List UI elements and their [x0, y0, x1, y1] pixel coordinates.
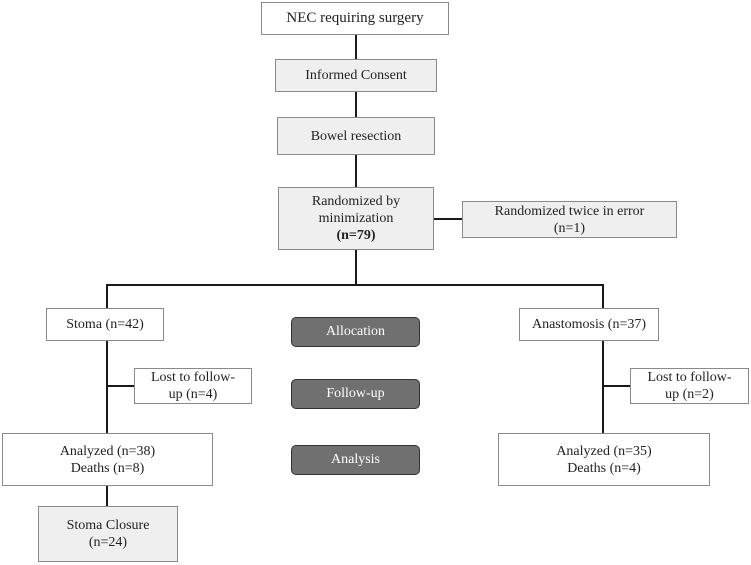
nec-label: NEC requiring surgery — [286, 10, 424, 26]
analyzed-left-box: Analyzed (n=38) Deaths (n=8) — [2, 433, 213, 486]
stoma-label: Stoma (n=42) — [66, 317, 144, 332]
randomized-count: (n=79) — [336, 228, 376, 243]
analyzed-right-box: Analyzed (n=35) Deaths (n=4) — [498, 433, 710, 486]
randomized-twice-box: Randomized twice in error (n=1) — [462, 201, 677, 238]
connector-stoma-lost — [106, 385, 134, 387]
connector-anastomosis-lost — [602, 385, 630, 387]
connector-anastomosis-analyzed — [602, 341, 604, 433]
resection-label: Bowel resection — [310, 128, 402, 144]
connector-consent-resection — [355, 92, 357, 117]
connector-horizontal-split — [106, 284, 604, 286]
analyzed-right-line1: Analyzed (n=35) — [556, 443, 652, 459]
randomized-line1: Randomized by — [311, 194, 401, 209]
twice-line1: Randomized twice in error — [494, 203, 645, 219]
connector-stoma-analyzed — [106, 341, 108, 433]
stoma-closure-box: Stoma Closure (n=24) — [38, 506, 178, 562]
stoma-box: Stoma (n=42) — [46, 308, 164, 341]
lost-right-line1: Lost to follow- — [647, 370, 732, 385]
connector-resection-randomized — [355, 155, 357, 187]
closure-line1: Stoma Closure — [66, 518, 150, 533]
stage-allocation-label: Allocation — [325, 324, 386, 339]
closure-line2: (n=24) — [88, 535, 128, 550]
connector-randomized-split — [355, 250, 357, 286]
stage-followup-label: Follow-up — [326, 386, 385, 401]
connector-split-anastomosis — [602, 284, 604, 308]
stage-followup: Follow-up — [291, 379, 420, 409]
analyzed-left-line1: Analyzed (n=38) — [59, 443, 156, 459]
nec-box: NEC requiring surgery — [261, 2, 449, 35]
connector-nec-consent — [355, 35, 357, 59]
anastomosis-label: Anastomosis (n=37) — [531, 317, 647, 332]
twice-line2: (n=1) — [553, 220, 586, 236]
analyzed-right-line2: Deaths (n=4) — [567, 460, 641, 476]
stage-allocation: Allocation — [291, 317, 420, 347]
connector-randomized-twice — [434, 218, 462, 220]
stage-analysis-label: Analysis — [331, 452, 380, 467]
connector-analyzed-closure — [106, 486, 108, 506]
lost-right-line2: up (n=2) — [665, 387, 714, 402]
lost-left-line1: Lost to follow- — [151, 370, 235, 385]
analyzed-left-line2: Deaths (n=8) — [70, 460, 145, 476]
lost-left-line2: up (n=4) — [168, 387, 218, 402]
lost-right-box: Lost to follow- up (n=2) — [630, 368, 749, 404]
resection-box: Bowel resection — [277, 117, 435, 155]
anastomosis-box: Anastomosis (n=37) — [519, 308, 659, 341]
consent-label: Informed Consent — [305, 68, 407, 83]
stage-analysis: Analysis — [291, 445, 420, 475]
randomized-line2: minimization — [318, 211, 394, 226]
consent-box: Informed Consent — [275, 59, 437, 92]
connector-split-stoma — [106, 284, 108, 308]
randomized-box: Randomized by minimization (n=79) — [278, 187, 434, 250]
lost-left-box: Lost to follow- up (n=4) — [134, 368, 252, 404]
